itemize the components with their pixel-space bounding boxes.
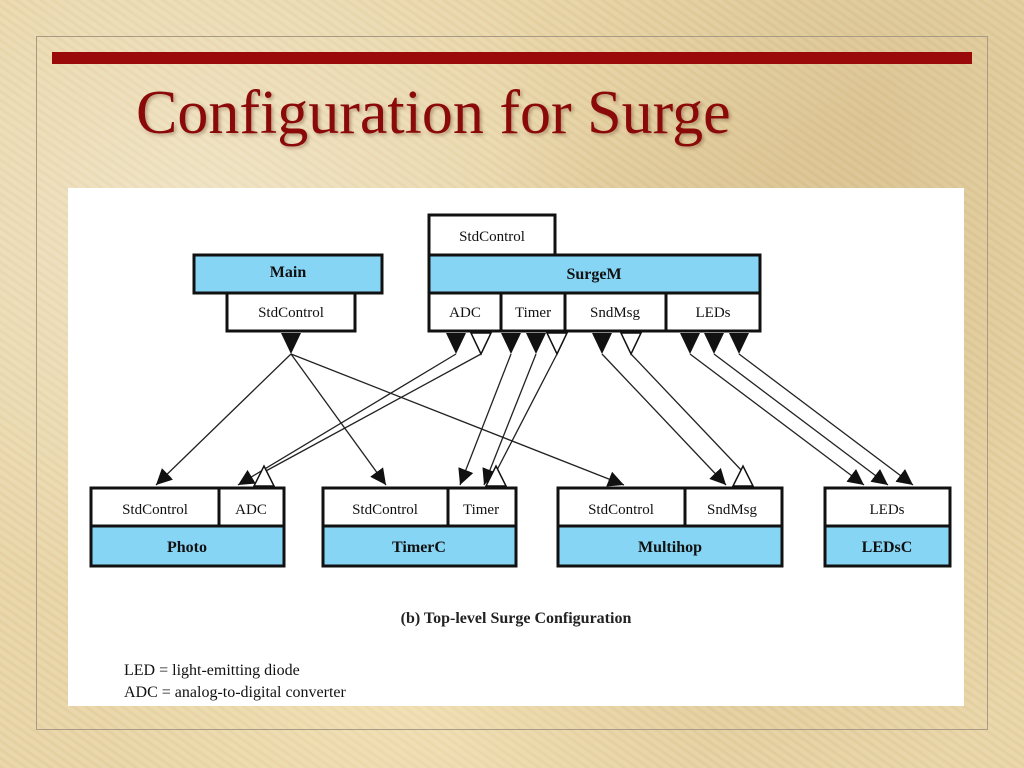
ledsc-name: LEDsC bbox=[862, 539, 913, 556]
surgem-sndmsg-label: SndMsg bbox=[590, 305, 641, 321]
wire-surgem-timer-1 bbox=[458, 353, 512, 486]
wire-main-timerc bbox=[290, 353, 387, 486]
diagram-caption: (b) Top-level Surge Configuration bbox=[401, 610, 632, 627]
timerc-name-box bbox=[321, 524, 518, 568]
wire-timerc-timer-event bbox=[495, 353, 558, 473]
photo-adc-event-triangle bbox=[252, 464, 276, 487]
timerc-name: TimerC bbox=[392, 539, 446, 556]
diagram-panel: StdControl SurgeM ADC Timer SndMsg LEDs … bbox=[68, 188, 964, 706]
photo-name-box bbox=[89, 524, 286, 568]
slide-title: Configuration for Surge bbox=[136, 79, 731, 147]
multihop-stdcontrol-label: StdControl bbox=[588, 502, 654, 518]
surgem-timer-triangle-2 bbox=[526, 333, 546, 354]
wire-surgem-adc bbox=[237, 353, 457, 486]
surgem-leds-triangle-2 bbox=[704, 333, 724, 354]
surgem-leds-triangle-3 bbox=[729, 333, 749, 354]
wire-multihop-sndmsg-event bbox=[630, 353, 744, 473]
wire-photo-adc-event bbox=[263, 353, 482, 473]
multihop-name-box bbox=[556, 524, 784, 568]
timerc-component: StdControl Timer TimerC bbox=[321, 486, 518, 568]
wire-surgem-leds-2 bbox=[713, 353, 889, 486]
surgem-sndmsg-event-triangle bbox=[619, 332, 643, 356]
ledsc-name-box bbox=[823, 524, 952, 568]
surgem-stdcontrol-label: StdControl bbox=[459, 229, 525, 245]
ledsc-component: LEDs LEDsC bbox=[823, 486, 952, 568]
ledsc-leds-label: LEDs bbox=[870, 502, 905, 518]
photo-adc-label: ADC bbox=[235, 502, 267, 518]
surgem-timer-event-triangle bbox=[545, 332, 569, 356]
source-markers bbox=[281, 332, 749, 356]
surgem-adc-label: ADC bbox=[449, 305, 481, 321]
surgem-timer-label: Timer bbox=[515, 305, 551, 321]
wire-main-multihop bbox=[290, 353, 625, 487]
multihop-sndmsg-event-triangle bbox=[731, 464, 755, 487]
multihop-component: StdControl SndMsg Multihop bbox=[556, 486, 784, 568]
photo-component: StdControl ADC Photo bbox=[89, 486, 286, 568]
photo-stdcontrol-label: StdControl bbox=[122, 502, 188, 518]
wire-surgem-leds-1 bbox=[689, 353, 865, 486]
main-stdcontrol-interface bbox=[225, 291, 357, 333]
legend-adc: ADC = analog-to-digital converter bbox=[124, 684, 347, 701]
timerc-interface-row bbox=[321, 486, 518, 528]
title-rule bbox=[52, 52, 972, 64]
timerc-timer-label: Timer bbox=[463, 502, 499, 518]
multihop-name: Multihop bbox=[638, 539, 702, 556]
wire-main-photo bbox=[155, 353, 292, 486]
wire-surgem-leds-3 bbox=[738, 353, 914, 486]
wire-surgem-timer-2 bbox=[482, 353, 537, 486]
event-source-markers bbox=[252, 464, 755, 487]
surgem-timer-triangle-1 bbox=[501, 333, 521, 354]
surgem-leds-triangle-1 bbox=[680, 333, 700, 354]
surgem-leds-label: LEDs bbox=[696, 305, 731, 321]
surgem-uses-row bbox=[427, 291, 762, 333]
multihop-sndmsg-label: SndMsg bbox=[707, 502, 758, 518]
surgem-adc-event-triangle bbox=[469, 332, 493, 356]
timerc-timer-event-triangle bbox=[484, 464, 508, 487]
surgem-adc-triangle bbox=[446, 333, 466, 354]
wire-surgem-sndmsg bbox=[601, 353, 727, 486]
surgem-name: SurgeM bbox=[566, 266, 621, 283]
slide-frame bbox=[36, 36, 988, 730]
surge-configuration-diagram: StdControl SurgeM ADC Timer SndMsg LEDs … bbox=[89, 213, 952, 701]
wiring-lines bbox=[155, 353, 914, 487]
main-stdcontrol-label: StdControl bbox=[258, 305, 324, 321]
main-uses-triangle bbox=[281, 333, 301, 354]
legend-led: LED = light-emitting diode bbox=[124, 662, 300, 679]
timerc-stdcontrol-label: StdControl bbox=[352, 502, 418, 518]
surgem-sndmsg-triangle bbox=[592, 333, 612, 354]
photo-name: Photo bbox=[167, 539, 207, 556]
main-component: Main StdControl bbox=[192, 253, 384, 333]
surgem-component: StdControl SurgeM ADC Timer SndMsg LEDs bbox=[427, 213, 762, 333]
main-name: Main bbox=[270, 264, 307, 281]
